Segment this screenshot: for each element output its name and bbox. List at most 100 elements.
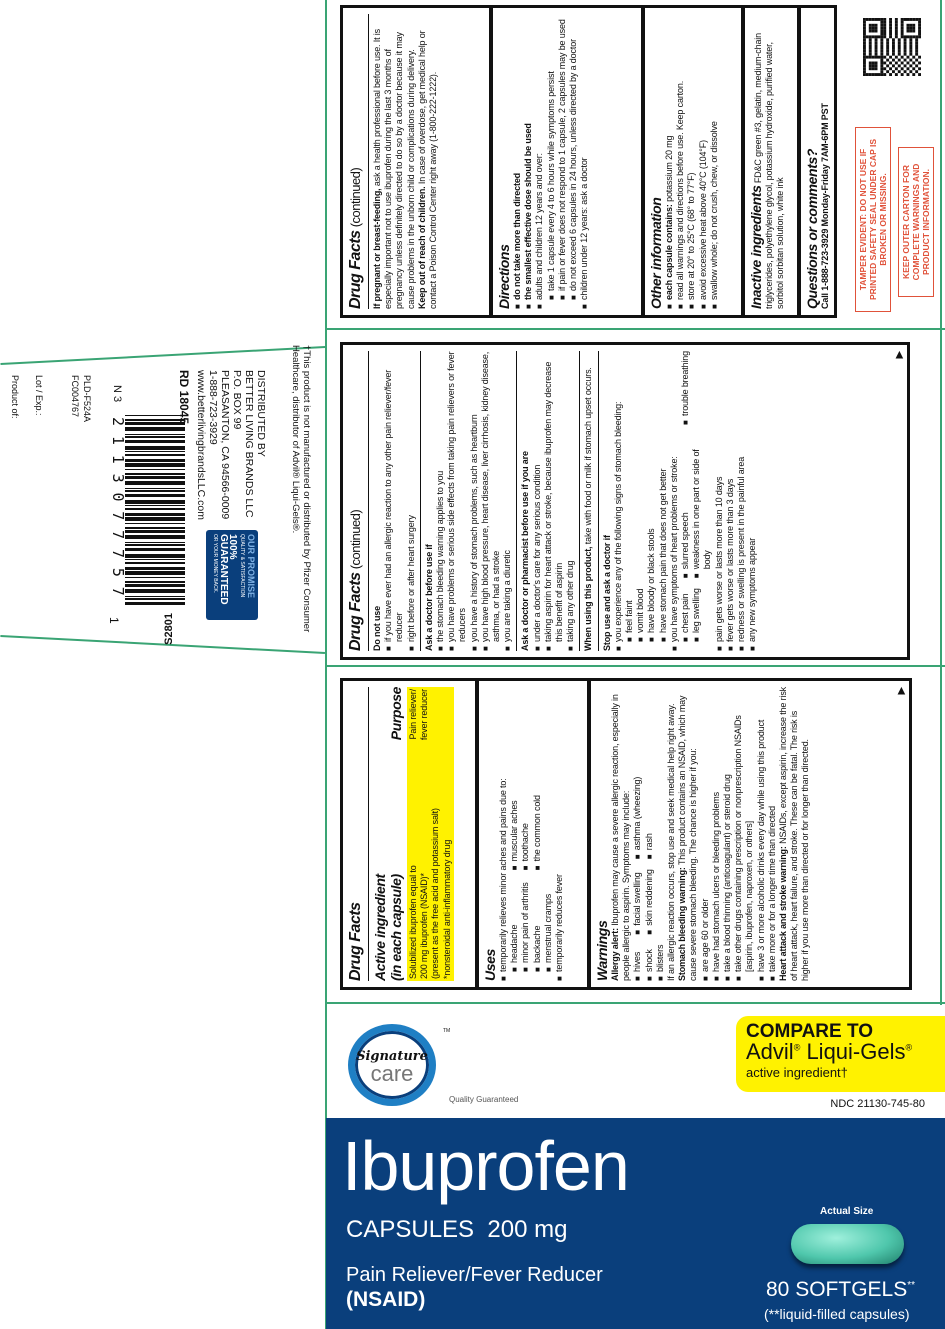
drug-facts-continued-panel: Drug Facts (continued) Do not use if you…: [340, 342, 910, 660]
list-item: each capsule contains: potassium 20 mg: [664, 14, 675, 309]
qr-module: [915, 35, 919, 39]
qr-module: [871, 55, 875, 59]
inactive-heading: Inactive ingredients: [748, 185, 764, 309]
barcode-bar: [125, 459, 185, 462]
list-item-text: skin reddening: [643, 869, 654, 926]
trademark: TM: [443, 1028, 451, 1034]
qr-module: [900, 61, 904, 65]
warnings-section: Warnings Allergy alert: Ibuprofen may ca…: [591, 681, 909, 987]
qr-module: [894, 32, 898, 36]
qr-module: [906, 61, 910, 65]
quality-guaranteed: Quality Guaranteed: [449, 1095, 519, 1104]
list-item-text: slurred speech: [680, 512, 691, 570]
qr-module: [865, 35, 869, 39]
barcode-bar: [125, 567, 185, 570]
qr-module: [906, 23, 910, 27]
list-item-text: feel faint: [624, 600, 635, 633]
list-item-text: asthma (wheezing): [632, 776, 643, 851]
drug-facts-panel: Drug Facts Active ingredient (in each ca…: [340, 678, 912, 990]
qr-module: [868, 29, 872, 33]
list-item-text: chest pain: [680, 593, 691, 633]
address-line: BETTER LIVING BRANDS LLC: [243, 370, 255, 518]
qr-module: [871, 18, 875, 21]
qr-module: [863, 61, 866, 65]
heart-label: Heart attack and stroke warning:: [778, 846, 789, 981]
qr-module: [892, 70, 895, 74]
tamper-area: TAMPER EVIDENT: DO NOT USE IF PRINTED SA…: [853, 127, 934, 312]
qr-module: [863, 52, 866, 56]
qr-module: [912, 26, 916, 30]
qr-module: [880, 32, 884, 36]
qr-module: [863, 67, 866, 71]
pld-code: PLD-F524A: [82, 375, 92, 423]
barcode-bar: [125, 434, 185, 435]
list-item: if you have ever had an allergic reactio…: [383, 351, 405, 651]
list-item: temporarily reduces fever: [554, 687, 565, 981]
list-item-text: toothache: [520, 823, 531, 862]
qr-module: [883, 29, 887, 33]
qr-module: [874, 73, 878, 76]
barcode-bar: [125, 589, 185, 593]
list-item-text: take more or for a longer time than dire…: [766, 806, 777, 972]
count-note: (**liquid-filled capsules): [764, 1306, 910, 1322]
list-item: ■toothache: [520, 823, 531, 871]
list-item: ■trouble breathing: [680, 351, 691, 425]
signature-care-logo: Signature care: [348, 1024, 436, 1106]
qr-module: [880, 47, 884, 50]
barcode-bar: [125, 500, 185, 504]
fc-code: FC004767: [70, 375, 80, 418]
qr-module: [874, 23, 878, 27]
qr-module: [903, 58, 907, 62]
qr-module: [883, 32, 887, 36]
questions-heading: Questions or comments?: [804, 148, 820, 309]
list-item-text: avoid excessive heat above 40°C (104°F): [697, 140, 708, 300]
qr-module: [912, 67, 916, 71]
list-item: ■hives: [632, 951, 643, 981]
address-line: 1-888-723-3929: [207, 370, 219, 445]
product-of-label: Product of:: [10, 375, 20, 419]
list-item: right before or after heart surgery: [406, 351, 417, 651]
qr-module: [874, 47, 878, 50]
list-item: fever gets worse or lasts more than 3 da…: [725, 351, 736, 651]
list-item: ■asthma (wheezing): [632, 776, 643, 860]
qr-module: [880, 61, 884, 65]
qr-module: [880, 58, 884, 62]
blue-band: Ibuprofen CAPSULES 200 mg Pain Reliever/…: [326, 1118, 945, 1329]
qr-module: [883, 55, 887, 59]
drug-facts-continued-panel-2: Drug Facts (continued) If pregnant or br…: [340, 5, 838, 318]
qr-module: [909, 35, 913, 39]
qr-module: [889, 18, 892, 21]
list-item-text: you have problems or serious side effect…: [446, 351, 468, 642]
qr-module: [889, 55, 892, 59]
qr-module: [868, 38, 872, 42]
qr-module: [912, 55, 916, 59]
active-ingredient-row: Solubilized ibuprofen equal to 200 mg ib…: [407, 687, 454, 981]
qr-module: [894, 26, 898, 30]
list-item: ■leg swelling: [691, 588, 702, 642]
qr-module: [874, 26, 878, 30]
list-item-text: take other drugs containing prescription…: [733, 715, 755, 972]
warnings-continued: Drug Facts (continued) Do not use if you…: [343, 345, 907, 657]
qr-module: [863, 18, 866, 21]
qr-module: [868, 18, 872, 21]
list-item: you experience any of the following sign…: [613, 351, 624, 651]
qr-module: [865, 18, 869, 21]
qr-module: [880, 64, 884, 68]
qr-module: [900, 73, 904, 76]
qr-module: [909, 44, 913, 47]
qr-module: [865, 55, 869, 59]
qr-module: [900, 18, 904, 21]
list-item: ■backache: [531, 925, 542, 972]
allergy-after: If an allergic reaction occurs, stop use…: [666, 703, 677, 981]
list-item-text: trouble breathing: [680, 351, 691, 416]
qr-module: [871, 67, 875, 71]
list-item: vomit blood: [635, 351, 646, 642]
qr-module: [874, 49, 878, 53]
barcode-bar: [125, 481, 185, 485]
barcode-bar: [125, 446, 185, 450]
qr-code[interactable]: [862, 18, 922, 76]
qr-module: [900, 32, 904, 36]
list-item: you have a history of stomach problems, …: [469, 351, 480, 651]
allergy-label: Allergy alert:: [610, 928, 620, 981]
qr-module: [863, 55, 866, 59]
